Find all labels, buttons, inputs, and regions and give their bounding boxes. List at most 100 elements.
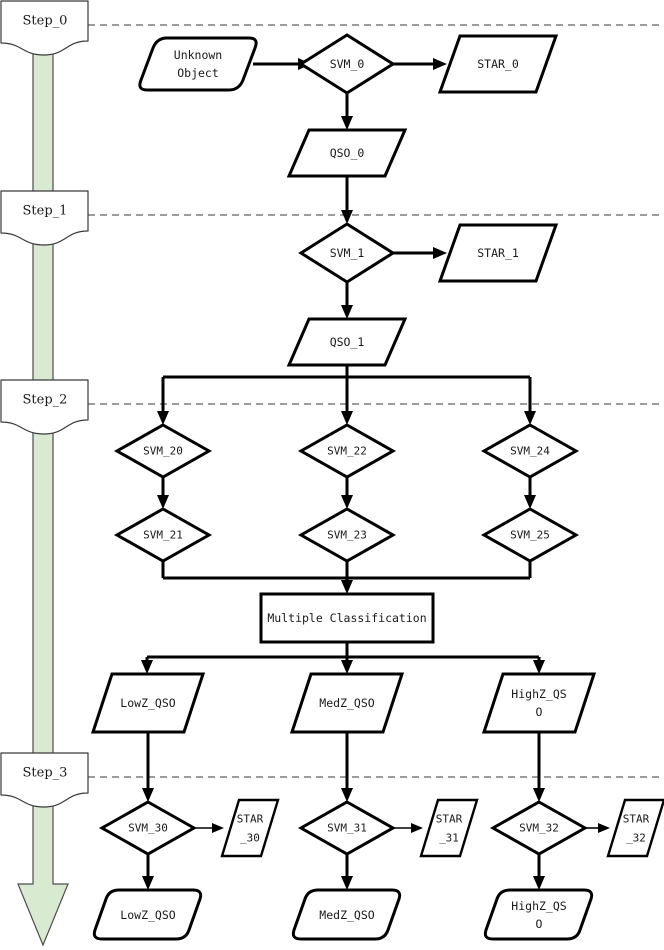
arrowhead-svm32-to-star32 [598, 823, 610, 833]
node-star-31[interactable]: STAR _31 [419, 798, 479, 858]
arrowhead-svm22-to-svm23 [341, 495, 353, 509]
node-svm-24[interactable]: SVM_24 [480, 423, 580, 479]
arrowhead-to-medz [341, 660, 353, 674]
node-svm-20-label: SVM_20 [143, 445, 183, 458]
node-qso-1-shape [286, 317, 408, 367]
arrowhead-to-highz [533, 660, 545, 674]
arrowhead-medz-to-svm31 [341, 788, 353, 802]
node-star-32[interactable]: STAR _32 [606, 798, 664, 858]
node-star-32-label-1: STAR [623, 813, 650, 826]
node-highz-qso-mid-shape [481, 672, 597, 734]
node-star-30-label-1: STAR [237, 813, 264, 826]
step-banner-0-label: Step_0 [23, 14, 68, 29]
node-svm-23-label: SVM_23 [327, 529, 367, 542]
node-lowz-qso-mid-shape [90, 672, 206, 734]
node-highz-qso-mid-label-1: HighZ_QS [511, 687, 566, 701]
arrowhead-to-svm20 [157, 411, 169, 425]
step-banner-1-shape [0, 190, 89, 246]
step-banner-1-label: Step_1 [23, 204, 68, 219]
node-lowz-qso-out-label: LowZ_QSO [120, 908, 175, 922]
node-star-32-label-2: _32 [626, 832, 646, 845]
node-svm-32[interactable]: SVM_32 [489, 800, 589, 856]
node-qso-1-label: QSO_1 [330, 335, 365, 349]
node-svm-30[interactable]: SVM_30 [98, 800, 198, 856]
node-star-0-shape [437, 34, 559, 94]
node-star-30-label-2: _30 [240, 832, 260, 845]
node-highz-qso-out-label-1: HighZ_QS [511, 899, 566, 913]
node-star-30-shape [220, 798, 280, 858]
node-qso-0-shape [286, 128, 408, 178]
node-svm-21[interactable]: SVM_21 [113, 507, 213, 563]
arrowhead-svm1-to-qso1 [341, 305, 353, 319]
node-svm-1-label: SVM_1 [330, 246, 365, 260]
step-banner-1: Step_1 [0, 190, 89, 246]
step-banner-2: Step_2 [0, 379, 89, 435]
node-unknown-object[interactable]: Unknown Object [138, 36, 258, 92]
arrowhead-merge-to-mc [341, 580, 353, 594]
node-highz-qso-out[interactable]: HighZ_QS O [483, 888, 594, 941]
green-arrow-shape [17, 23, 69, 947]
node-multiple-classification-shape [259, 592, 435, 644]
node-qso-1[interactable]: QSO_1 [286, 317, 408, 367]
node-lowz-qso-out[interactable]: LowZ_QSO [92, 888, 203, 941]
node-qso-0-label: QSO_0 [330, 146, 365, 160]
node-svm-24-label: SVM_24 [510, 445, 550, 458]
step-banner-2-label: Step_2 [23, 393, 68, 408]
node-svm-1[interactable]: SVM_1 [298, 222, 396, 284]
arrowhead-lowz-to-svm30 [142, 788, 154, 802]
node-svm-31-label: SVM_31 [327, 822, 367, 835]
arrowhead-highz-to-svm32 [533, 788, 545, 802]
step-banner-3-label: Step_3 [23, 766, 68, 781]
step-banner-0-shape [0, 0, 89, 56]
arrowhead-to-lowz [141, 660, 153, 674]
node-svm-30-label: SVM_30 [128, 822, 168, 835]
node-star-31-label-1: STAR [436, 813, 463, 826]
arrowhead-svm1-to-star1 [433, 247, 447, 259]
arrowhead-to-svm22 [341, 411, 353, 425]
node-star-1[interactable]: STAR_1 [437, 223, 559, 283]
arrowhead-svm20-to-svm21 [157, 495, 169, 509]
node-medz-qso-out-label: MedZ_QSO [319, 908, 374, 922]
node-medz-qso-mid-shape [289, 672, 405, 734]
node-highz-qso-out-shape [483, 888, 594, 941]
arrowhead-svm31-to-star31 [411, 823, 423, 833]
node-multiple-classification-label: Multiple Classification [267, 611, 426, 625]
node-svm-20[interactable]: SVM_20 [113, 423, 213, 479]
arrowhead-svm30-to-lowz-out [142, 876, 154, 890]
node-svm-1-shape [298, 222, 396, 284]
arrowhead-svm30-to-star30 [212, 823, 224, 833]
node-star-31-shape [419, 798, 479, 858]
node-svm-22[interactable]: SVM_22 [297, 423, 397, 479]
node-multiple-classification[interactable]: Multiple Classification [259, 592, 435, 644]
node-svm-25[interactable]: SVM_25 [480, 507, 580, 563]
step-banner-2-shape [0, 379, 89, 435]
node-svm-31[interactable]: SVM_31 [297, 800, 397, 856]
node-star-1-label: STAR_1 [477, 246, 519, 260]
node-star-1-shape [437, 223, 559, 283]
node-medz-qso-out[interactable]: MedZ_QSO [291, 888, 402, 941]
step-banner-3-shape [0, 752, 89, 808]
node-star-31-label-2: _31 [439, 832, 459, 845]
node-qso-0[interactable]: QSO_0 [286, 128, 408, 178]
node-svm-32-label: SVM_32 [519, 822, 559, 835]
arrowhead-svm24-to-svm25 [524, 495, 536, 509]
node-star-0[interactable]: STAR_0 [437, 34, 559, 94]
node-svm-0[interactable]: SVM_0 [298, 33, 396, 95]
node-lowz-qso-mid-label: LowZ_QSO [120, 696, 175, 710]
node-highz-qso-mid-label-2: O [536, 705, 543, 719]
node-lowz-qso-mid[interactable]: LowZ_QSO [90, 672, 206, 734]
node-star-30[interactable]: STAR _30 [220, 798, 280, 858]
node-svm-23[interactable]: SVM_23 [297, 507, 397, 563]
node-svm-21-label: SVM_21 [143, 529, 183, 542]
node-highz-qso-mid[interactable]: HighZ_QS O [481, 672, 597, 734]
node-svm-0-label: SVM_0 [330, 57, 365, 71]
node-medz-qso-mid-label: MedZ_QSO [319, 696, 374, 710]
node-svm-22-label: SVM_22 [327, 445, 367, 458]
step-banner-0: Step_0 [0, 0, 89, 56]
node-star-0-label: STAR_0 [477, 57, 519, 71]
node-unknown-object-label-2: Object [177, 66, 219, 80]
node-medz-qso-mid[interactable]: MedZ_QSO [289, 672, 405, 734]
node-svm-0-shape [298, 33, 396, 95]
